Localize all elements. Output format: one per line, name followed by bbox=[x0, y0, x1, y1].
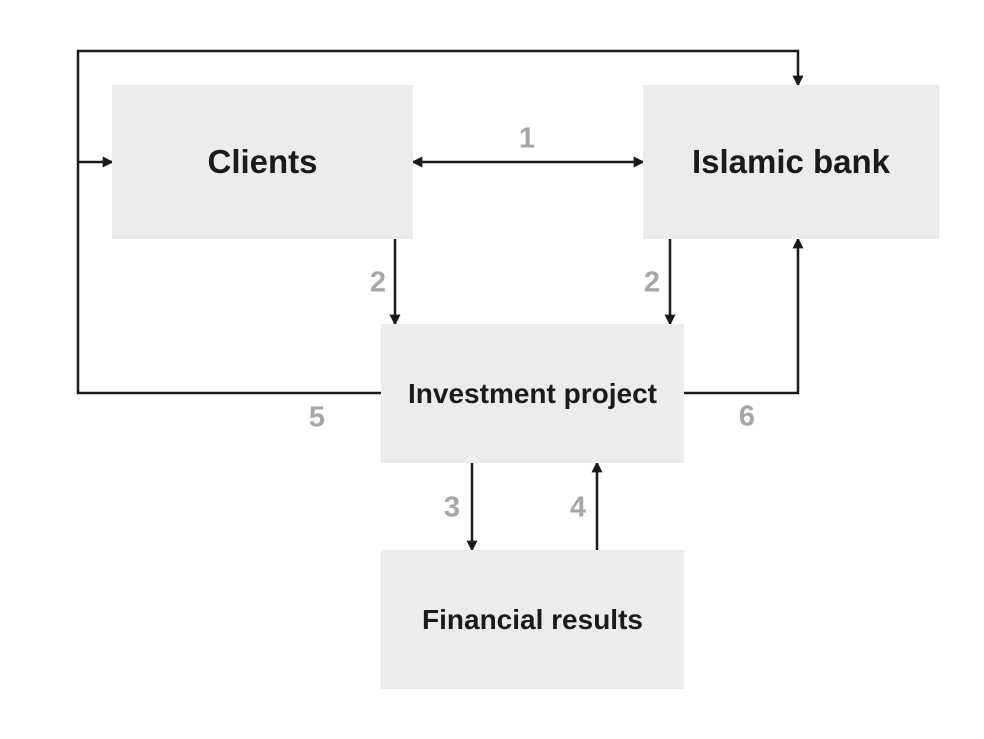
node-islamic-bank: Islamic bank bbox=[643, 85, 939, 239]
edge-6-investment-project-to-islamic-bank-arrow bbox=[684, 237, 804, 395]
edge-label-6: 6 bbox=[738, 400, 756, 433]
edge-5-investment-project-loop-to-islamic-bank-arrow bbox=[76, 49, 804, 395]
edge-label-5: 5 bbox=[308, 401, 326, 434]
edge-label-1: 1 bbox=[518, 122, 536, 155]
node-financial-results-label: Financial results bbox=[422, 603, 643, 635]
node-financial-results: Financial results bbox=[381, 550, 684, 689]
edge-label-2-islamic-bank: 2 bbox=[643, 266, 661, 299]
node-islamic-bank-label: Islamic bank bbox=[691, 143, 891, 180]
node-investment-project: Investment project bbox=[381, 324, 684, 463]
edge-label-2-clients: 2 bbox=[369, 266, 387, 299]
edge-label-4: 4 bbox=[569, 491, 587, 524]
node-clients: Clients bbox=[112, 85, 413, 239]
edge-label-3: 3 bbox=[443, 491, 461, 524]
node-clients-label: Clients bbox=[207, 143, 318, 180]
node-investment-project-label: Investment project bbox=[408, 377, 657, 409]
